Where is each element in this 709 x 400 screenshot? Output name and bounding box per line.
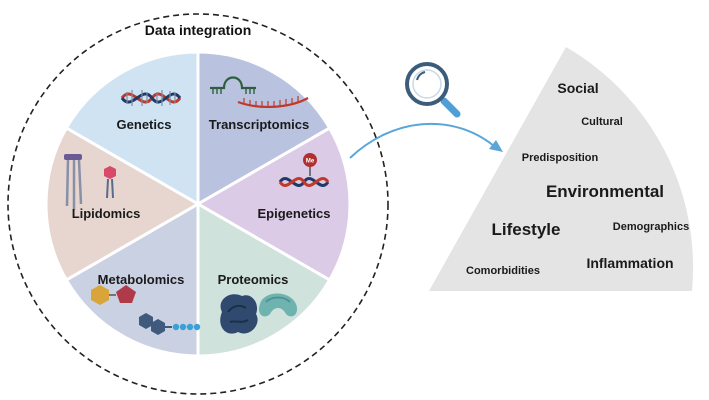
metabolite-icon xyxy=(91,285,201,335)
svg-text:Me: Me xyxy=(306,159,315,165)
segment-label-lipidomics: Lipidomics xyxy=(72,206,141,221)
factor-environmental: Environmental xyxy=(546,182,664,201)
magnifying-glass-icon xyxy=(405,62,461,118)
segment-label-genetics: Genetics xyxy=(117,117,172,132)
segment-label-proteomics: Proteomics xyxy=(218,272,289,287)
omics-pie xyxy=(44,50,352,358)
diagram-title: Data integration xyxy=(145,22,252,38)
factor-cultural: Cultural xyxy=(581,116,623,128)
factors-wedge xyxy=(429,47,694,291)
factor-comorbidities: Comorbidities xyxy=(466,265,540,277)
factor-inflammation: Inflammation xyxy=(586,255,673,271)
methylated-dna-icon: Me xyxy=(278,153,330,187)
segment-label-epigenetics: Epigenetics xyxy=(258,206,331,221)
segment-transcriptomics xyxy=(196,50,332,207)
segment-metabolomics xyxy=(64,201,200,358)
protein-icon xyxy=(220,293,298,334)
segment-genetics xyxy=(64,50,200,207)
segment-lipidomics xyxy=(44,125,202,283)
lipid-icon xyxy=(64,154,116,210)
factor-social: Social xyxy=(557,80,598,96)
factor-lifestyle: Lifestyle xyxy=(492,220,561,239)
dashed-boundary-circle xyxy=(7,13,389,395)
factor-demographics: Demographics xyxy=(613,221,689,233)
rna-icon xyxy=(210,76,309,109)
dna-icon xyxy=(120,90,182,106)
curved-arrow-icon xyxy=(349,122,503,159)
segment-label-transcriptomics: Transcriptomics xyxy=(209,117,309,132)
factor-predisposition: Predisposition xyxy=(522,152,599,164)
segment-label-metabolomics: Metabolomics xyxy=(98,272,185,287)
